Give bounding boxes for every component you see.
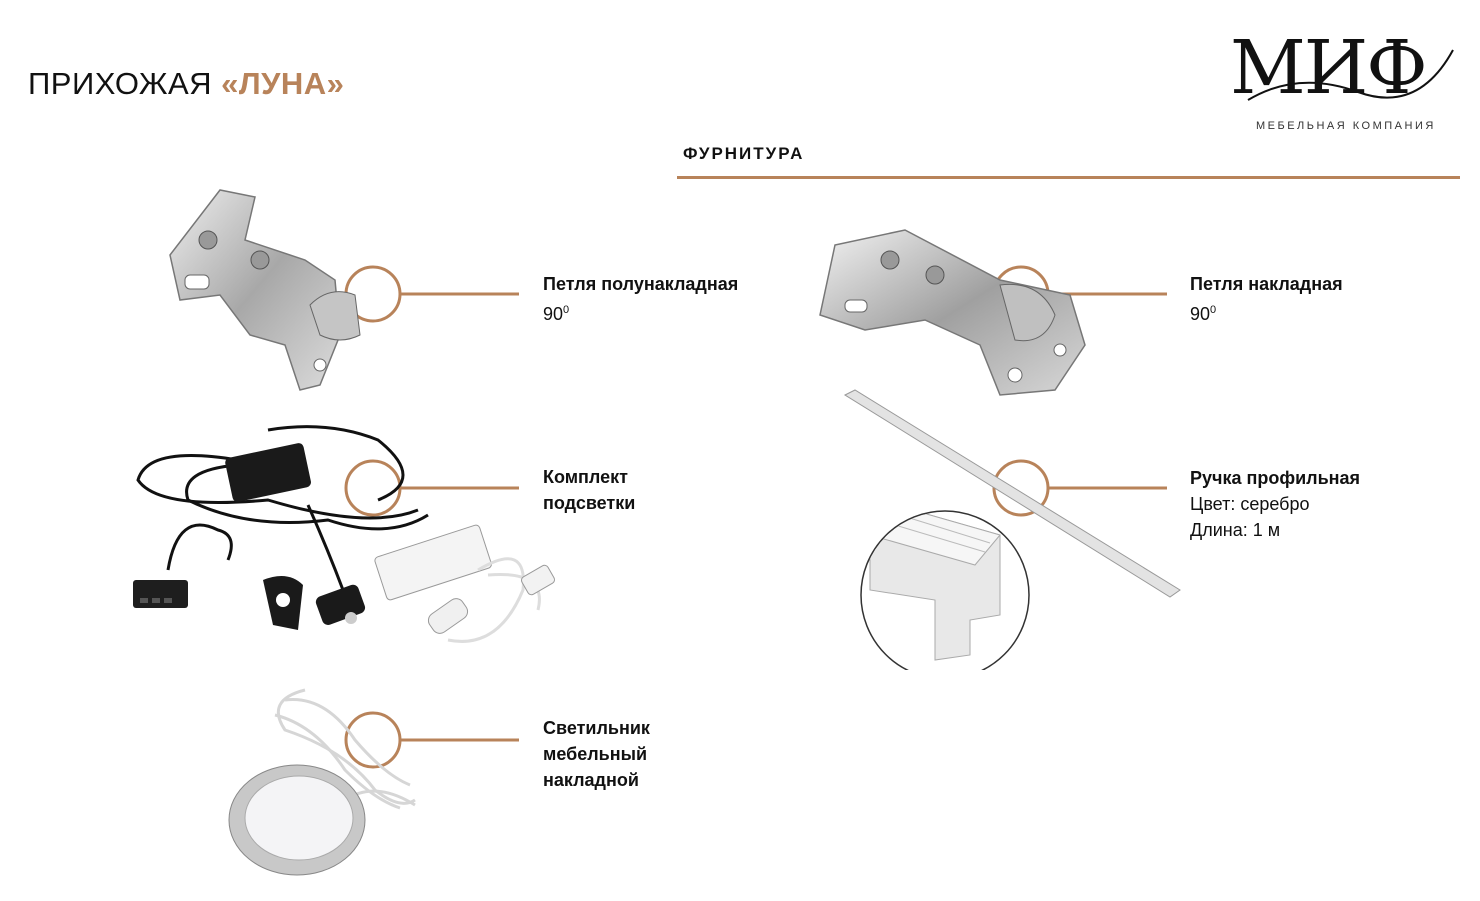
title-prefix: ПРИХОЖАЯ — [28, 66, 222, 101]
item-name-line2: подсветки — [543, 493, 636, 513]
profile-handle-image — [843, 389, 1181, 670]
item-name: Ручка профильная — [1190, 468, 1361, 488]
logo-wordmark: МИФ — [1230, 25, 1428, 111]
item-half-overlay-hinge: Петля полунакладная 900 — [543, 271, 738, 327]
item-angle: 900 — [543, 297, 738, 327]
item-name-line1: Комплект — [543, 467, 628, 487]
furniture-lamp-image — [228, 688, 416, 876]
item-name-line3: накладной — [543, 770, 639, 790]
overlay-hinge-image — [819, 229, 1086, 396]
angle-value: 90 — [543, 304, 564, 324]
item-angle: 900 — [1190, 297, 1343, 327]
item-lighting-kit: Комплект подсветки — [543, 464, 635, 516]
item-name-line2: мебельный — [543, 744, 648, 764]
item-color: Цвет: серебро — [1190, 494, 1310, 514]
logo-swash — [1247, 49, 1454, 101]
item-profile-handle: Ручка профильная Цвет: серебро Длина: 1 … — [1190, 465, 1360, 543]
page-title: ПРИХОЖАЯ «ЛУНА» — [28, 66, 344, 102]
item-furniture-lamp: Светильник мебельный накладной — [543, 715, 650, 793]
item-name: Петля полунакладная — [543, 274, 739, 294]
section-title: ФУРНИТУРА — [683, 144, 805, 163]
item-length: Длина: 1 м — [1190, 520, 1281, 540]
item-name: Петля накладная — [1190, 274, 1343, 294]
led-lighting-kit-image — [133, 425, 556, 643]
half-overlay-hinge-image — [169, 189, 361, 391]
logo-tagline: МЕБЕЛЬНАЯ КОМПАНИЯ — [1256, 120, 1436, 132]
angle-sup: 0 — [1210, 304, 1217, 316]
item-name-line1: Светильник — [543, 718, 650, 738]
angle-sup: 0 — [563, 304, 570, 316]
angle-value: 90 — [1190, 304, 1211, 324]
section-divider — [677, 176, 1460, 179]
item-overlay-hinge: Петля накладная 900 — [1190, 271, 1343, 327]
title-accent: «ЛУНА» — [221, 66, 345, 101]
